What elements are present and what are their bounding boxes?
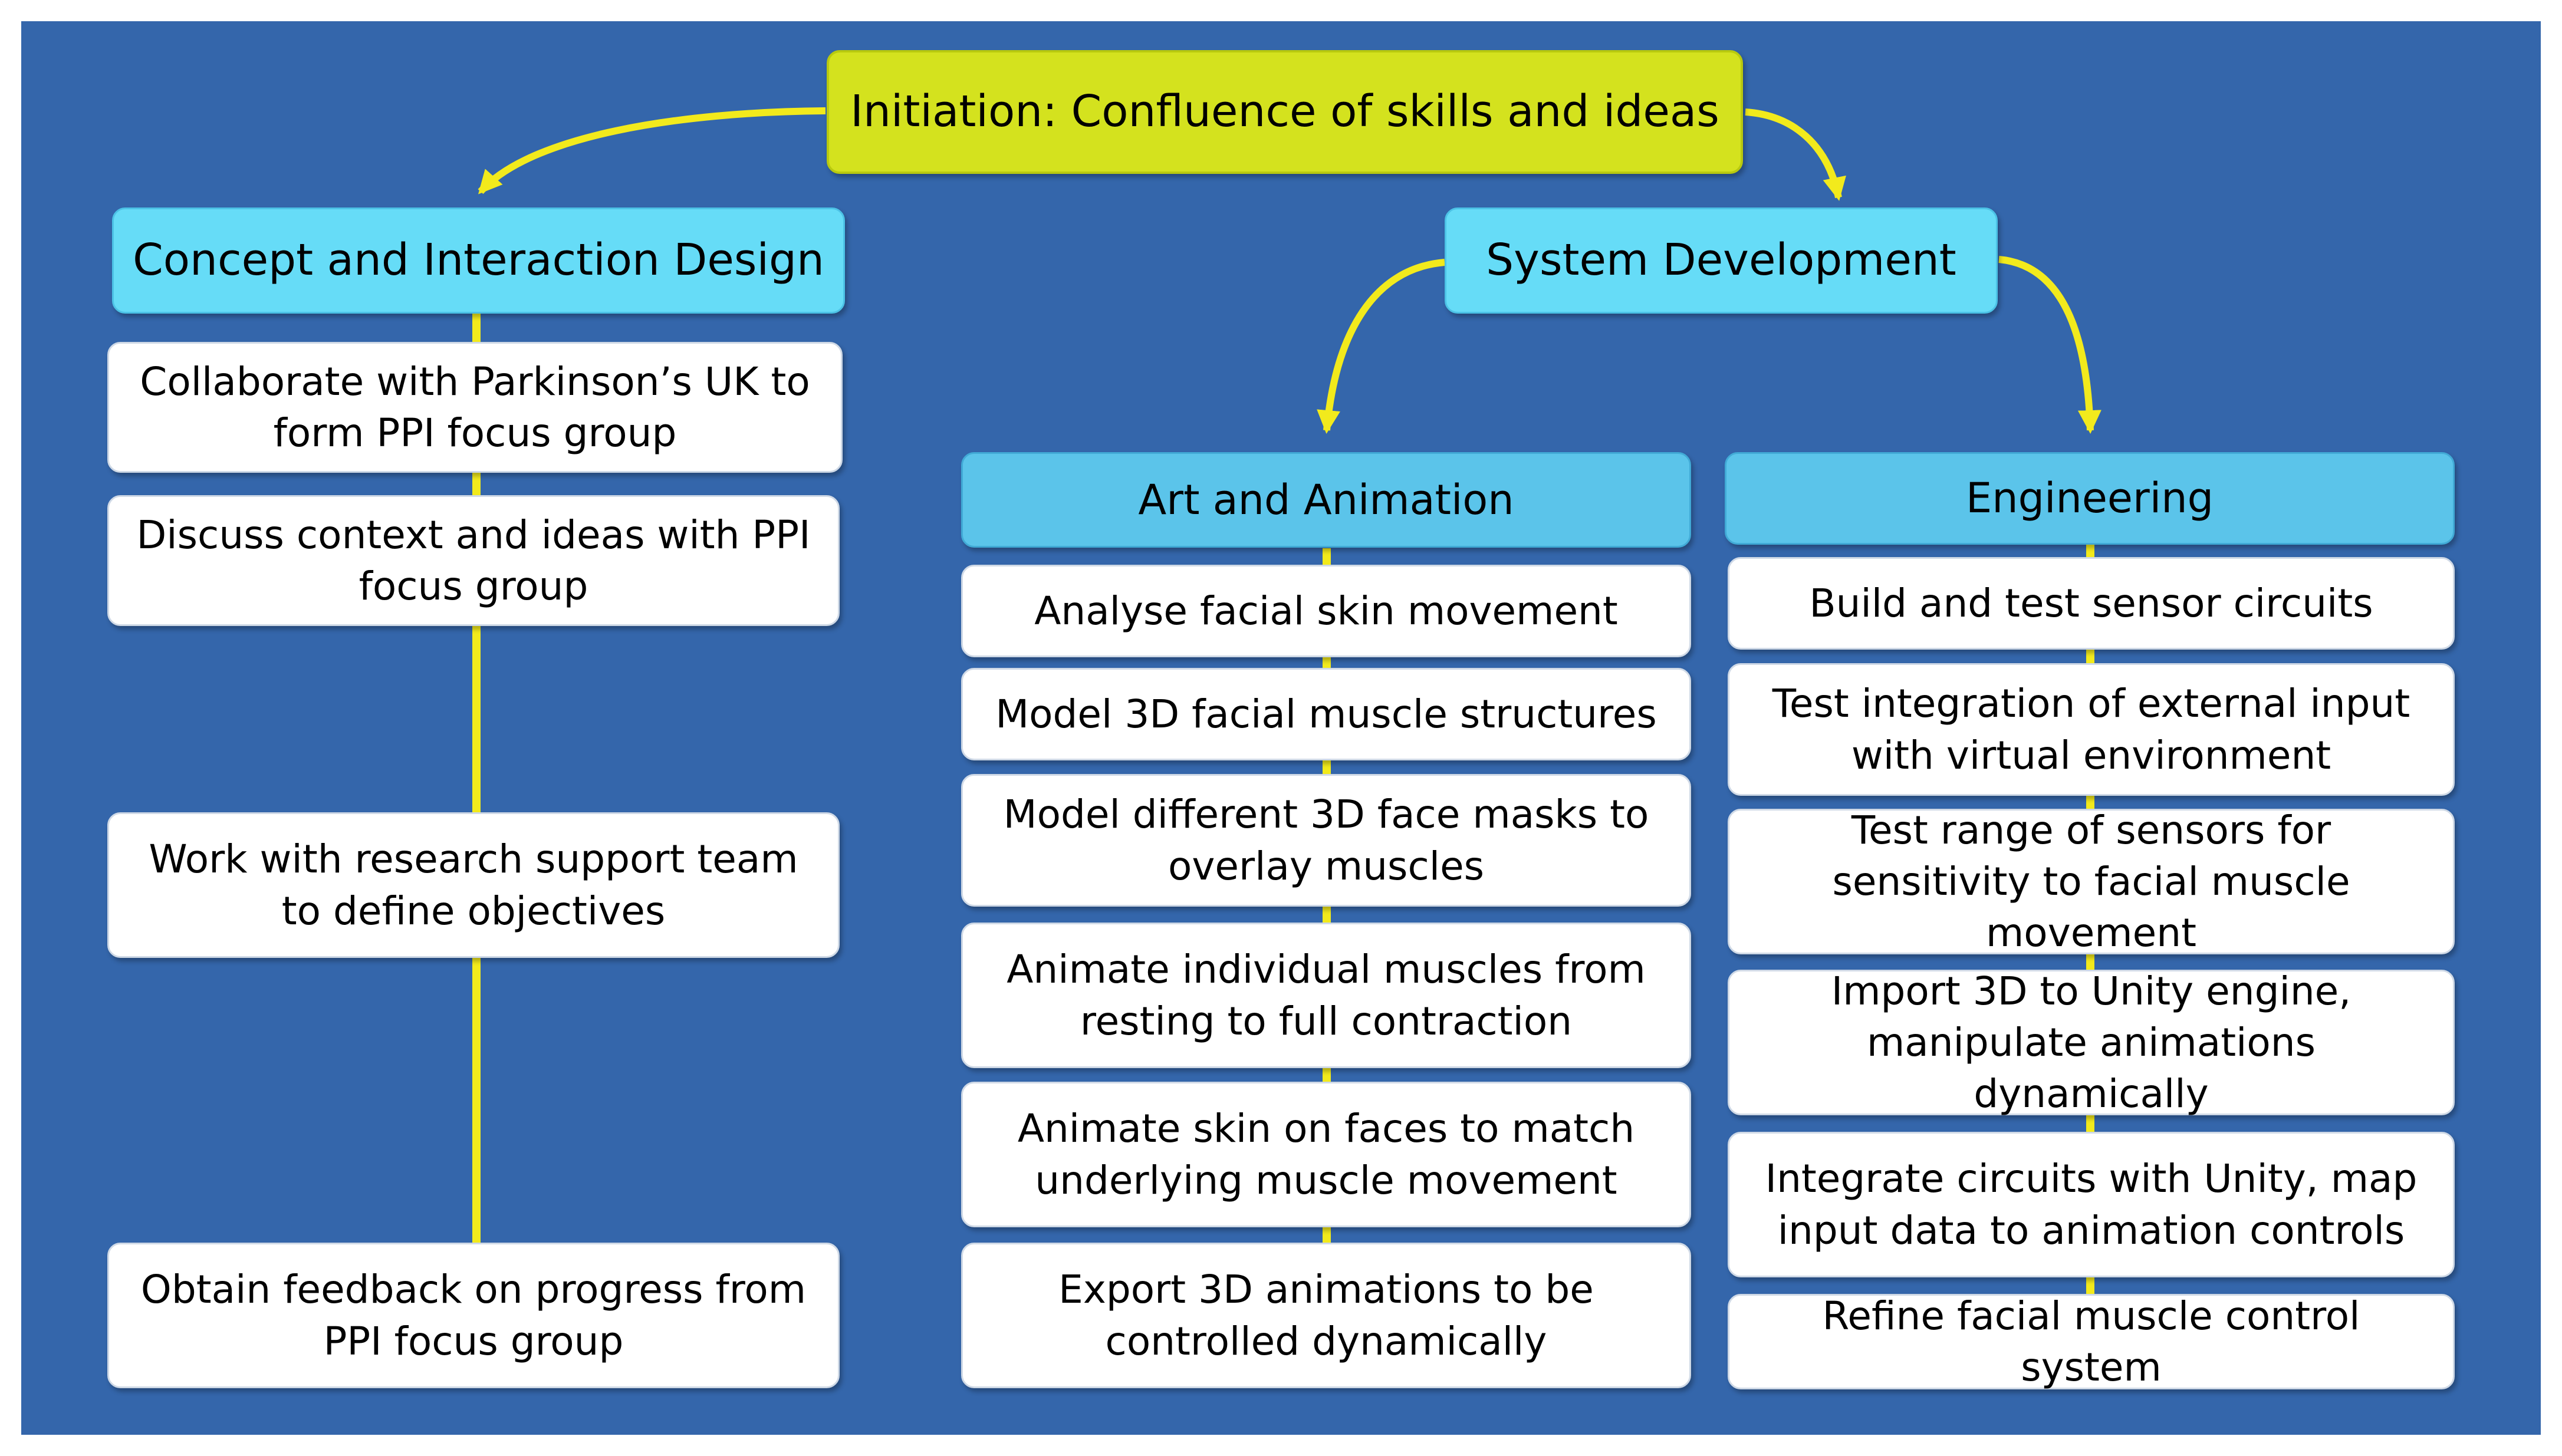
concept-title: Concept and Interaction Design xyxy=(133,235,824,286)
root-label: Initiation: Confluence of skills and ide… xyxy=(850,86,1719,137)
engineering-step-4-label: Import 3D to Unity engine, manipulate an… xyxy=(1831,968,2351,1117)
concept-step-2-label: Discuss context and ideas with PPI focus… xyxy=(136,512,811,609)
concept-step-4-label: Obtain feedback on progress from PPI foc… xyxy=(140,1267,807,1364)
art-step-2: Model 3D facial muscle structures xyxy=(961,668,1691,760)
engineering-step-3: Test range of sensors for sensitivity to… xyxy=(1728,808,2455,956)
art-step-5-label: Animate skin on faces to match underlyin… xyxy=(1017,1106,1635,1203)
concept-step-1: Collaborate with Parkinson’s UK to form … xyxy=(107,342,843,473)
concept-header: Concept and Interaction Design xyxy=(112,207,845,314)
engineering-step-5: Integrate circuits with Unity, map input… xyxy=(1728,1132,2455,1277)
engineering-step-1-label: Build and test sensor circuits xyxy=(1809,580,2373,626)
engineering-step-6-label: Refine facial muscle control system xyxy=(1822,1293,2360,1390)
concept-step-1-label: Collaborate with Parkinson’s UK to form … xyxy=(140,358,810,456)
root-node: Initiation: Confluence of skills and ide… xyxy=(827,50,1743,174)
engineering-step-1: Build and test sensor circuits xyxy=(1728,557,2455,650)
arrow-root-to-system xyxy=(1745,108,1846,201)
art-title: Art and Animation xyxy=(1138,475,1514,524)
system-header: System Development xyxy=(1445,207,1998,314)
arrow-system-to-art xyxy=(1317,259,1445,434)
art-step-3-label: Model different 3D face masks to overlay… xyxy=(1003,792,1649,889)
engineering-step-3-label: Test range of sensors for sensitivity to… xyxy=(1832,807,2350,956)
concept-step-3-label: Work with research support team to defin… xyxy=(149,836,798,934)
concept-step-2: Discuss context and ideas with PPI focus… xyxy=(107,495,840,626)
concept-step-3: Work with research support team to defin… xyxy=(107,812,840,958)
art-step-6: Export 3D animations to be controlled dy… xyxy=(961,1243,1691,1388)
concept-step-4: Obtain feedback on progress from PPI foc… xyxy=(107,1243,840,1388)
art-step-1: Analyse facial skin movement xyxy=(961,565,1691,657)
art-step-3: Model different 3D face masks to overlay… xyxy=(961,774,1691,907)
art-step-6-label: Export 3D animations to be controlled dy… xyxy=(1058,1267,1594,1364)
engineering-step-4: Import 3D to Unity engine, manipulate an… xyxy=(1728,969,2455,1116)
engineering-step-5-label: Integrate circuits with Unity, map input… xyxy=(1765,1156,2418,1253)
arrow-system-to-engineering xyxy=(1998,256,2101,434)
engineering-title: Engineering xyxy=(1966,474,2214,523)
system-title: System Development xyxy=(1486,235,1956,286)
art-step-4: Animate individual muscles from resting … xyxy=(961,923,1691,1068)
engineering-step-2: Test integration of external input with … xyxy=(1728,663,2455,796)
art-header: Art and Animation xyxy=(961,452,1691,548)
engineering-step-2-label: Test integration of external input with … xyxy=(1772,681,2410,778)
art-step-1-label: Analyse facial skin movement xyxy=(1034,588,1618,634)
art-step-5: Animate skin on faces to match underlyin… xyxy=(961,1082,1691,1227)
art-step-2-label: Model 3D facial muscle structures xyxy=(995,691,1657,737)
arrow-root-to-concept xyxy=(478,107,826,195)
art-step-4-label: Animate individual muscles from resting … xyxy=(1007,947,1646,1044)
engineering-header: Engineering xyxy=(1725,452,2455,545)
engineering-step-6: Refine facial muscle control system xyxy=(1728,1293,2455,1390)
